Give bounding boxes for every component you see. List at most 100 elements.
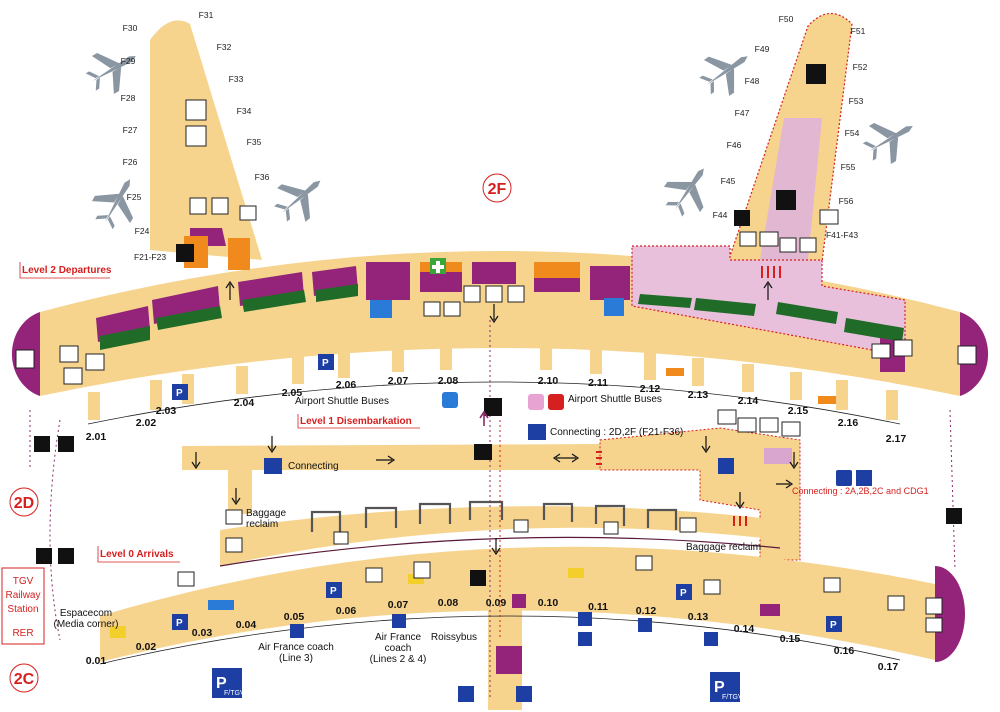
level2-gate-line xyxy=(87,381,901,425)
tgv-line4: RER xyxy=(12,628,33,639)
terminal-2d-circle xyxy=(9,487,39,517)
gate-label: 0.17 xyxy=(878,661,899,673)
pier-gate-label: F48 xyxy=(745,76,760,86)
coffee-icon xyxy=(635,555,653,571)
barrier-marks xyxy=(596,266,781,526)
toilets-icon xyxy=(507,285,525,303)
gate-label: 0.05 xyxy=(284,611,305,623)
restaurant-icon xyxy=(925,597,943,615)
shuttle-label-right: Airport Shuttle Buses xyxy=(568,394,662,405)
escalator-icon xyxy=(58,436,74,452)
info-icon xyxy=(413,561,431,579)
terminal-2c-circle xyxy=(9,663,39,693)
parking-letter: P xyxy=(680,588,687,599)
level1-pink-block xyxy=(764,448,792,464)
telephone-icon xyxy=(36,548,52,564)
level0-title: Level 0 Arrivals xyxy=(100,549,174,560)
pier-gate-label: F46 xyxy=(727,140,742,150)
atm-icon xyxy=(239,205,257,221)
baggage-reclaim-label: Baggage reclaim xyxy=(686,542,761,553)
gate-label: 0.03 xyxy=(192,627,213,639)
left-pier-orange-2 xyxy=(228,238,250,270)
parking-letter: P xyxy=(176,388,183,399)
gate-label: 0.09 xyxy=(486,597,507,609)
info-icon xyxy=(485,285,503,303)
plane-icon xyxy=(85,52,913,230)
gate-label: 0.13 xyxy=(688,611,709,623)
connecting-icon xyxy=(528,424,546,440)
tgv-box xyxy=(1,567,45,645)
level1-title: Level 1 Disembarkation xyxy=(300,416,412,427)
gate-label: 2.10 xyxy=(538,375,559,387)
coffee-icon xyxy=(423,301,441,317)
level2-title-rule xyxy=(19,262,110,279)
gate-label: 0.16 xyxy=(834,645,855,657)
first-aid-cross-icon xyxy=(432,261,444,273)
bus-icon xyxy=(392,614,406,628)
parking-tgv-icon xyxy=(212,668,242,698)
level0-yellow-3 xyxy=(568,568,584,578)
gate-label: 0.06 xyxy=(336,605,357,617)
toilets-icon xyxy=(737,417,757,433)
toilets-icon xyxy=(893,339,913,357)
level0-track xyxy=(219,536,781,567)
taxi-icon xyxy=(578,632,592,646)
gate-label: 2.12 xyxy=(640,383,661,395)
toilets-icon xyxy=(59,345,79,363)
parking-icon xyxy=(172,614,188,630)
pier-gate-label: F33 xyxy=(229,74,244,84)
connecting-icon xyxy=(718,458,734,474)
bus-icon xyxy=(704,632,718,646)
tgv-line1: TGV xyxy=(13,576,34,587)
gate-label: 2.08 xyxy=(438,375,459,387)
pier-gate-numbers: F30F31F29F32F28F33F27F34F26F35F25F36F24F… xyxy=(121,10,868,262)
gate-label: 2.04 xyxy=(234,397,255,409)
level0-blue xyxy=(208,600,234,610)
pier-gate-label: F25 xyxy=(127,192,142,202)
pier-gate-label: F28 xyxy=(121,93,136,103)
phone-icon xyxy=(717,409,737,425)
baggage-icon xyxy=(225,509,243,525)
gate-label: 2.17 xyxy=(886,433,907,445)
coffee-icon xyxy=(189,197,207,215)
terminal-2f-label: 2F xyxy=(488,181,507,198)
pier-gate-label: F30 xyxy=(123,23,138,33)
shuttle-bus-icons xyxy=(264,392,872,486)
espacecom-label-2: (Media corner) xyxy=(53,619,118,630)
gate-label: 2.06 xyxy=(336,379,357,391)
level0-right-end xyxy=(935,566,965,662)
toilets-icon xyxy=(463,285,481,303)
toilets-icon xyxy=(185,99,207,121)
level0-purple-1 xyxy=(512,594,526,608)
pier-gate-label: F29 xyxy=(121,56,136,66)
escalator-icon xyxy=(776,190,796,210)
pier-gate-label: F45 xyxy=(721,176,736,186)
level2-lounges xyxy=(96,262,905,372)
pier-gate-label: F36 xyxy=(255,172,270,182)
toilets-icon xyxy=(225,537,243,553)
baggage-label-2: reclaim xyxy=(246,519,278,530)
baggage-carousels xyxy=(310,500,678,532)
pier-gate-label: F32 xyxy=(217,42,232,52)
restaurant-icon xyxy=(799,237,817,253)
gate-label: 2.01 xyxy=(86,431,107,443)
dotted-links xyxy=(29,320,956,700)
bus-icon xyxy=(528,394,544,410)
schengen-zone-outline xyxy=(631,245,906,357)
pier-gate-label: F41-F43 xyxy=(826,230,858,240)
right-pier-pink xyxy=(760,118,822,260)
restaurant-icon xyxy=(957,345,977,365)
atm-icon xyxy=(871,343,891,359)
af-coach-24-label-1: Air France xyxy=(375,632,422,643)
tgv-line3: Station xyxy=(7,604,38,615)
coffee-icon xyxy=(779,237,797,253)
gate-label: 2.11 xyxy=(588,377,608,389)
pier-gate-label: F50 xyxy=(779,14,794,24)
gate-label: 2.05 xyxy=(282,387,303,399)
parking-tgv-sub: F/TGV xyxy=(722,694,743,701)
telephone-icon xyxy=(734,210,750,226)
bus-icon xyxy=(638,618,652,632)
phone-icon xyxy=(739,231,757,247)
